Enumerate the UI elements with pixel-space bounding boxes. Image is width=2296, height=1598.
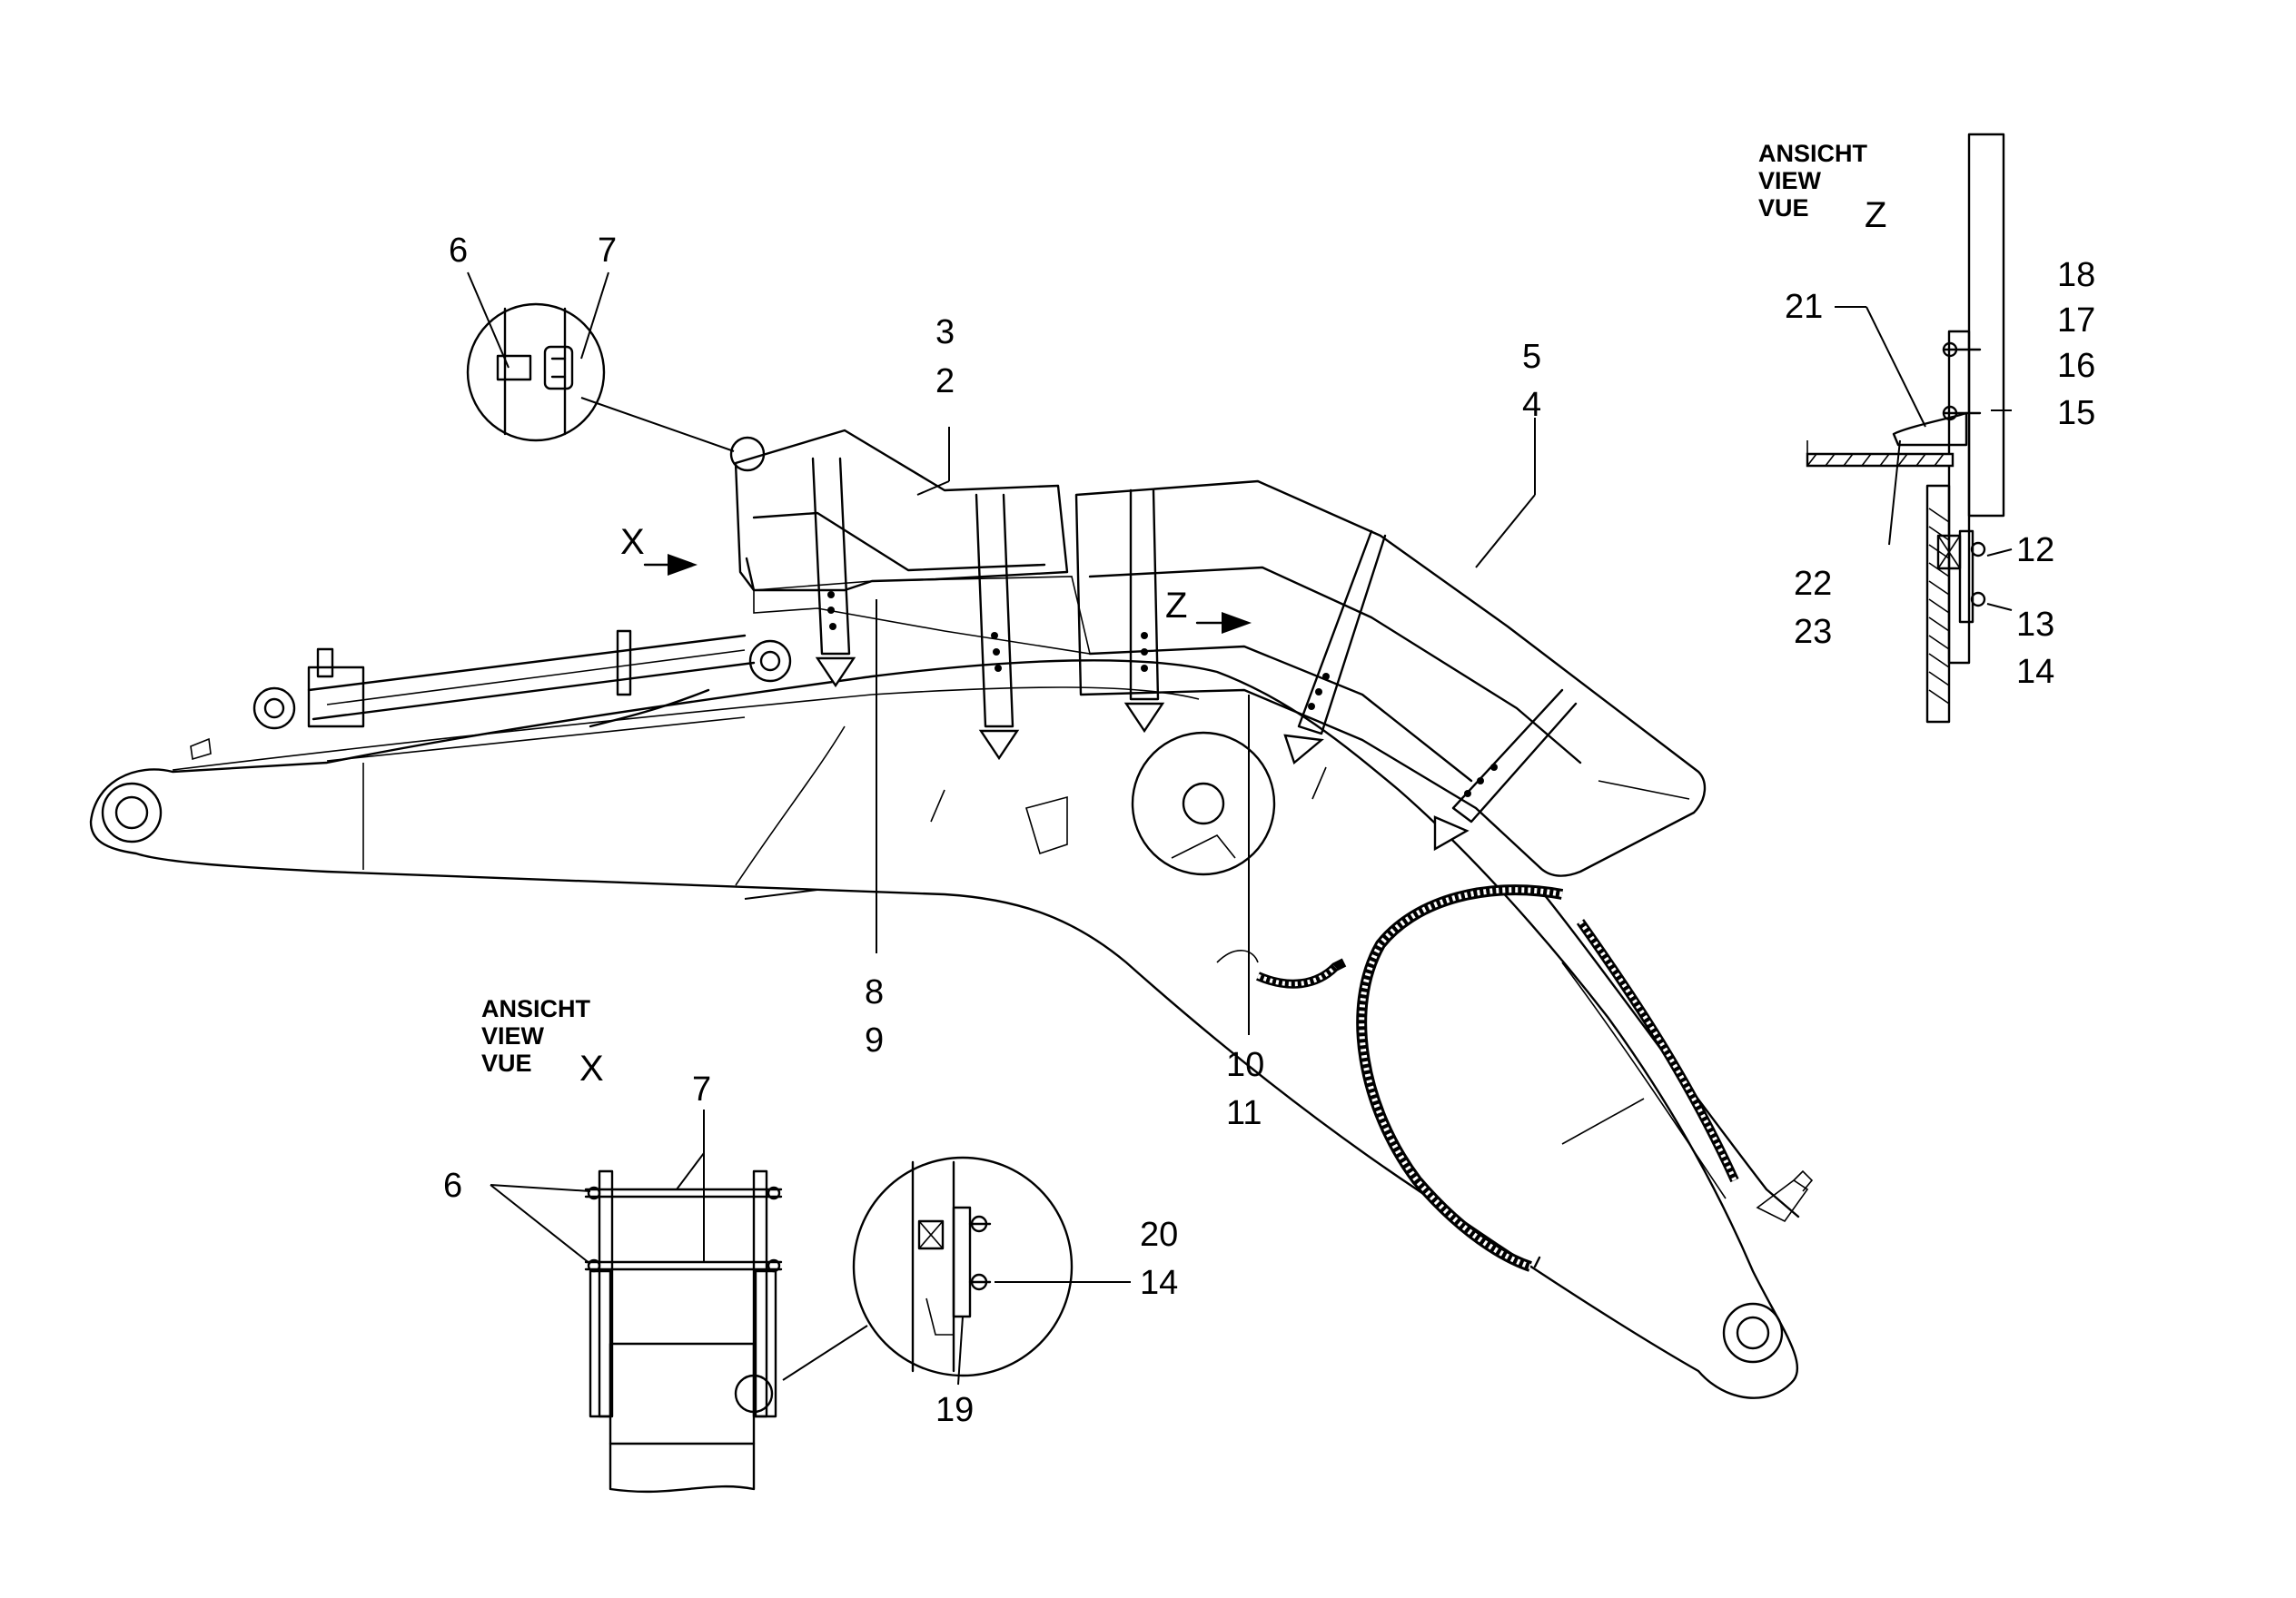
arrow-x-label: X (620, 522, 645, 562)
callout-11: 11 (1226, 1094, 1262, 1132)
post-3 (1123, 488, 1165, 734)
callout-22: 22 (1794, 565, 1832, 603)
post-4 (1283, 529, 1387, 765)
arrow-z-label: Z (1165, 586, 1187, 626)
callout-5: 5 (1522, 338, 1541, 376)
view-z-line1: ANSICHT (1758, 140, 1868, 167)
callout-2: 2 (935, 362, 955, 400)
view-x-line3: VUE (481, 1050, 532, 1077)
callout-21: 21 (1785, 288, 1823, 326)
handrail-section-front (734, 429, 1092, 655)
callout-6-view-x: 6 (443, 1167, 462, 1205)
callout-16: 16 (2057, 347, 2095, 385)
post-1 (811, 457, 856, 688)
view-z-detail (1806, 133, 2013, 724)
callout-12: 12 (2016, 531, 2054, 569)
callout-10: 10 (1226, 1046, 1264, 1084)
view-x-letter: X (579, 1049, 604, 1089)
railing-posts (729, 436, 1578, 852)
callout-6-top: 6 (449, 232, 468, 270)
view-x-line2: VIEW (481, 1022, 545, 1050)
hydraulic-cylinder (190, 629, 792, 761)
view-x-label: ANSICHT VIEW VUE X (481, 995, 604, 1089)
view-x-line1: ANSICHT (481, 995, 591, 1022)
callout-14-z: 14 (2016, 653, 2054, 691)
view-x-detail (490, 1110, 868, 1494)
view-z-line3: VUE (1758, 194, 1809, 222)
callout-17: 17 (2057, 301, 2095, 340)
callout-19: 19 (935, 1391, 974, 1429)
view-z-line2: VIEW (1758, 167, 1822, 194)
view-arrow-z: Z (1165, 586, 1252, 634)
callout-14-x: 14 (1140, 1264, 1178, 1302)
post-2 (975, 493, 1020, 761)
callout-15: 15 (2057, 394, 2095, 432)
callout-18: 18 (2057, 256, 2095, 294)
detail-circle-bottom (852, 1156, 1131, 1386)
view-z-letter: Z (1865, 195, 1886, 235)
leader-lines (467, 271, 1536, 1035)
view-arrow-x: X (620, 522, 698, 576)
view-z-label: ANSICHT VIEW VUE Z (1758, 140, 1886, 235)
post-5 (1433, 688, 1578, 852)
callout-23: 23 (1794, 613, 1832, 651)
callout-7-top: 7 (598, 232, 617, 270)
callout-20: 20 (1140, 1216, 1178, 1254)
detail-circle-top (466, 302, 735, 452)
callout-3: 3 (935, 313, 955, 351)
post-holes (827, 591, 1498, 797)
callout-9: 9 (865, 1021, 884, 1060)
callout-numbers: 6 7 3 2 5 4 8 9 10 11 18 17 16 15 21 22 … (443, 232, 2095, 1429)
boom-body (89, 659, 1814, 1399)
callout-13: 13 (2016, 606, 2054, 644)
callout-7-view-x: 7 (692, 1070, 711, 1109)
callout-8: 8 (865, 973, 884, 1011)
handrail-section-rear (1074, 479, 1707, 877)
callout-4: 4 (1522, 386, 1541, 424)
